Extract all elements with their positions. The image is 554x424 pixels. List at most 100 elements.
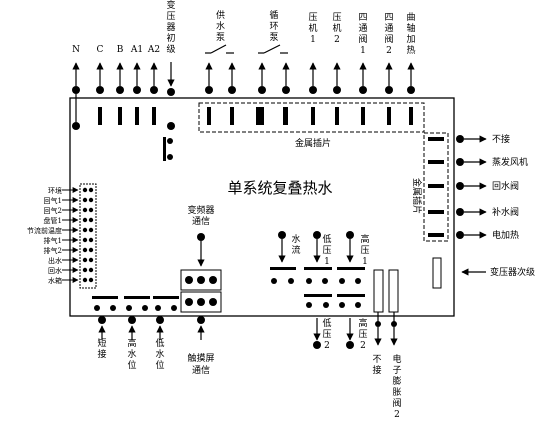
right-dot-evaporator-fan: [456, 158, 464, 166]
mid-pin-a-low-pressure-1: [306, 278, 312, 284]
sensor-label: 出水: [48, 256, 62, 265]
mid-bar-high-pressure-1: [337, 267, 365, 270]
bottom-label-low-pressure-2-char: 2: [324, 341, 330, 351]
bottom-pin-b-low-water-level: [171, 305, 177, 311]
top-pin-circulation-pump-0: [260, 107, 264, 125]
top-label-compressor-2-char: 压: [332, 12, 341, 23]
transformer-comm-label-1: 变频器: [187, 204, 214, 216]
transformer-comm-pin-0: [185, 276, 193, 284]
right-label-evaporator-fan: 蒸发风机: [492, 156, 528, 168]
touchscreen-comm-pin-2: [209, 298, 217, 306]
top-label-A1-char: A1: [130, 45, 143, 55]
sensor-label: 盘管1: [44, 216, 62, 225]
controller-board: [69, 97, 455, 317]
mid-label-high-pressure-1-char: 1: [362, 257, 368, 267]
top-dot-crankcase-heater: [407, 86, 415, 94]
sensor-label: 排气1: [44, 236, 62, 245]
top-label-compressor-1-char: 压: [308, 12, 317, 23]
transformer-secondary-label: 变压器次级: [490, 266, 535, 278]
top-dot-four-way-valve-1: [359, 86, 367, 94]
bottom-dot-high-pressure-2: [346, 341, 354, 349]
top-label-compressor-2-char: 机: [332, 22, 341, 34]
top-label-four-way-valve-1-char: 通: [358, 23, 367, 34]
top-label-crankcase-heater-char: 轴: [406, 22, 415, 34]
sensor-pin-a: [82, 197, 88, 203]
mid-bar-low-pressure-1: [304, 267, 332, 270]
sensor-pin-a: [82, 227, 88, 233]
top-pin-A1: [135, 107, 139, 125]
bottom-label-touchscreen-comm: 通信: [192, 364, 210, 376]
top-label-compressor-2-char: 2: [334, 35, 340, 45]
right-pin-electric-heater: [428, 233, 444, 237]
top-label-supply-pump-char: 供: [216, 9, 225, 21]
top-label-four-way-valve-1-char: 四: [358, 13, 367, 23]
mid-pin-b-low-pressure-1: [322, 278, 328, 284]
bottom-bar-high-water-level: [124, 296, 150, 299]
board-title: 单系统复叠热水: [227, 179, 332, 197]
mid-pin-b-water-flow: [288, 278, 294, 284]
transformer-comm-pin-2: [209, 276, 217, 284]
right-dot-not-connected: [456, 135, 464, 143]
top-dot-transformer-primary: [167, 88, 175, 96]
right-dot-makeup-water-valve: [456, 208, 464, 216]
bottom-label-high-pressure-2-char: 2: [360, 341, 366, 351]
sensor-pin-a: [82, 237, 88, 243]
sensor-pin-a: [82, 187, 88, 193]
touchscreen-comm-pin-1: [197, 298, 205, 306]
right-label-not-connected: 不接: [492, 133, 510, 145]
top-pin-compressor-2: [335, 107, 339, 125]
right-label-electric-heater: 电加热: [492, 229, 519, 241]
bottom-dot-high-water-level: [128, 316, 136, 324]
top-label-C-char: C: [97, 45, 104, 55]
top-label-crankcase-heater-char: 加: [406, 34, 415, 45]
mid-label-high-pressure-1-char: 压: [360, 245, 369, 256]
top-dot-supply-pump-1: [228, 86, 236, 94]
sensor-label: 水箱: [48, 276, 62, 285]
mid-label-low-pressure-1-char: 低: [322, 233, 331, 245]
top-label-B-char: B: [117, 45, 124, 55]
mid-label-water-flow-char: 流: [291, 244, 300, 256]
bottom-dot-not-connected-bottom: [375, 321, 381, 327]
right-dot-electric-heater: [456, 231, 464, 239]
metal-strip-right: [423, 132, 449, 242]
mid-pin-b-high-pressure-1: [355, 278, 361, 284]
sensor-pin-a: [82, 267, 88, 273]
touchscreen-comm-pin-0: [185, 298, 193, 306]
top-label-four-way-valve-1-char: 1: [360, 46, 366, 56]
top-pin-supply-pump-1: [230, 107, 234, 125]
top-pin-transformer-primary: [167, 122, 175, 130]
bottom-pin-b-short-connect: [110, 305, 116, 311]
top-pin-dot-b-transformer-primary: [167, 154, 173, 160]
bottom-label-low-pressure-2-char: 压: [322, 329, 331, 340]
sensor-label: 环境: [48, 186, 62, 195]
top-dot-compressor-1: [309, 86, 317, 94]
top-pin-bar-transformer-primary: [163, 137, 166, 161]
bottom-label-electronic-expansion-valve-2-char: 阀: [392, 398, 401, 409]
top-pin-extra-1: [283, 107, 287, 125]
top-dot-circulation-pump-1: [282, 86, 290, 94]
top-label-four-way-valve-2-char: 通: [384, 23, 393, 34]
bottom-dot-low-water-level: [156, 316, 164, 324]
top-label-four-way-valve-2-char: 阀: [384, 34, 393, 45]
sensor-pin-a: [82, 257, 88, 263]
sensor-connector: [79, 183, 97, 289]
top-label-transformer-primary-char: 级: [166, 43, 175, 55]
top-label-crankcase-heater-char: 热: [406, 44, 415, 56]
sensor-pin-a: [82, 217, 88, 223]
bottom-label-low-water-level-char: 低: [155, 337, 164, 349]
mid-dot-high-pressure-1: [346, 231, 354, 239]
top-pin-four-way-valve-2: [387, 107, 391, 125]
mid-label-high-pressure-1-char: 高: [360, 233, 369, 245]
right-pin-evaporator-fan: [428, 160, 444, 164]
right-pin-return-water-valve: [428, 184, 444, 188]
not-connected-pin: [373, 269, 384, 313]
bottom-label-not-connected-bottom-char: 接: [372, 364, 381, 376]
sensor-pin-b: [88, 237, 94, 243]
transformer-comm-label-2: 通信: [192, 215, 210, 227]
metal-strip-top: [198, 102, 425, 133]
top-label-transformer-primary-char: 初: [166, 32, 175, 44]
top-label-transformer-primary-char: 器: [166, 22, 175, 33]
mid-pin-a-water-flow: [271, 278, 277, 284]
bottom-label-high-water-level-char: 位: [127, 359, 136, 371]
